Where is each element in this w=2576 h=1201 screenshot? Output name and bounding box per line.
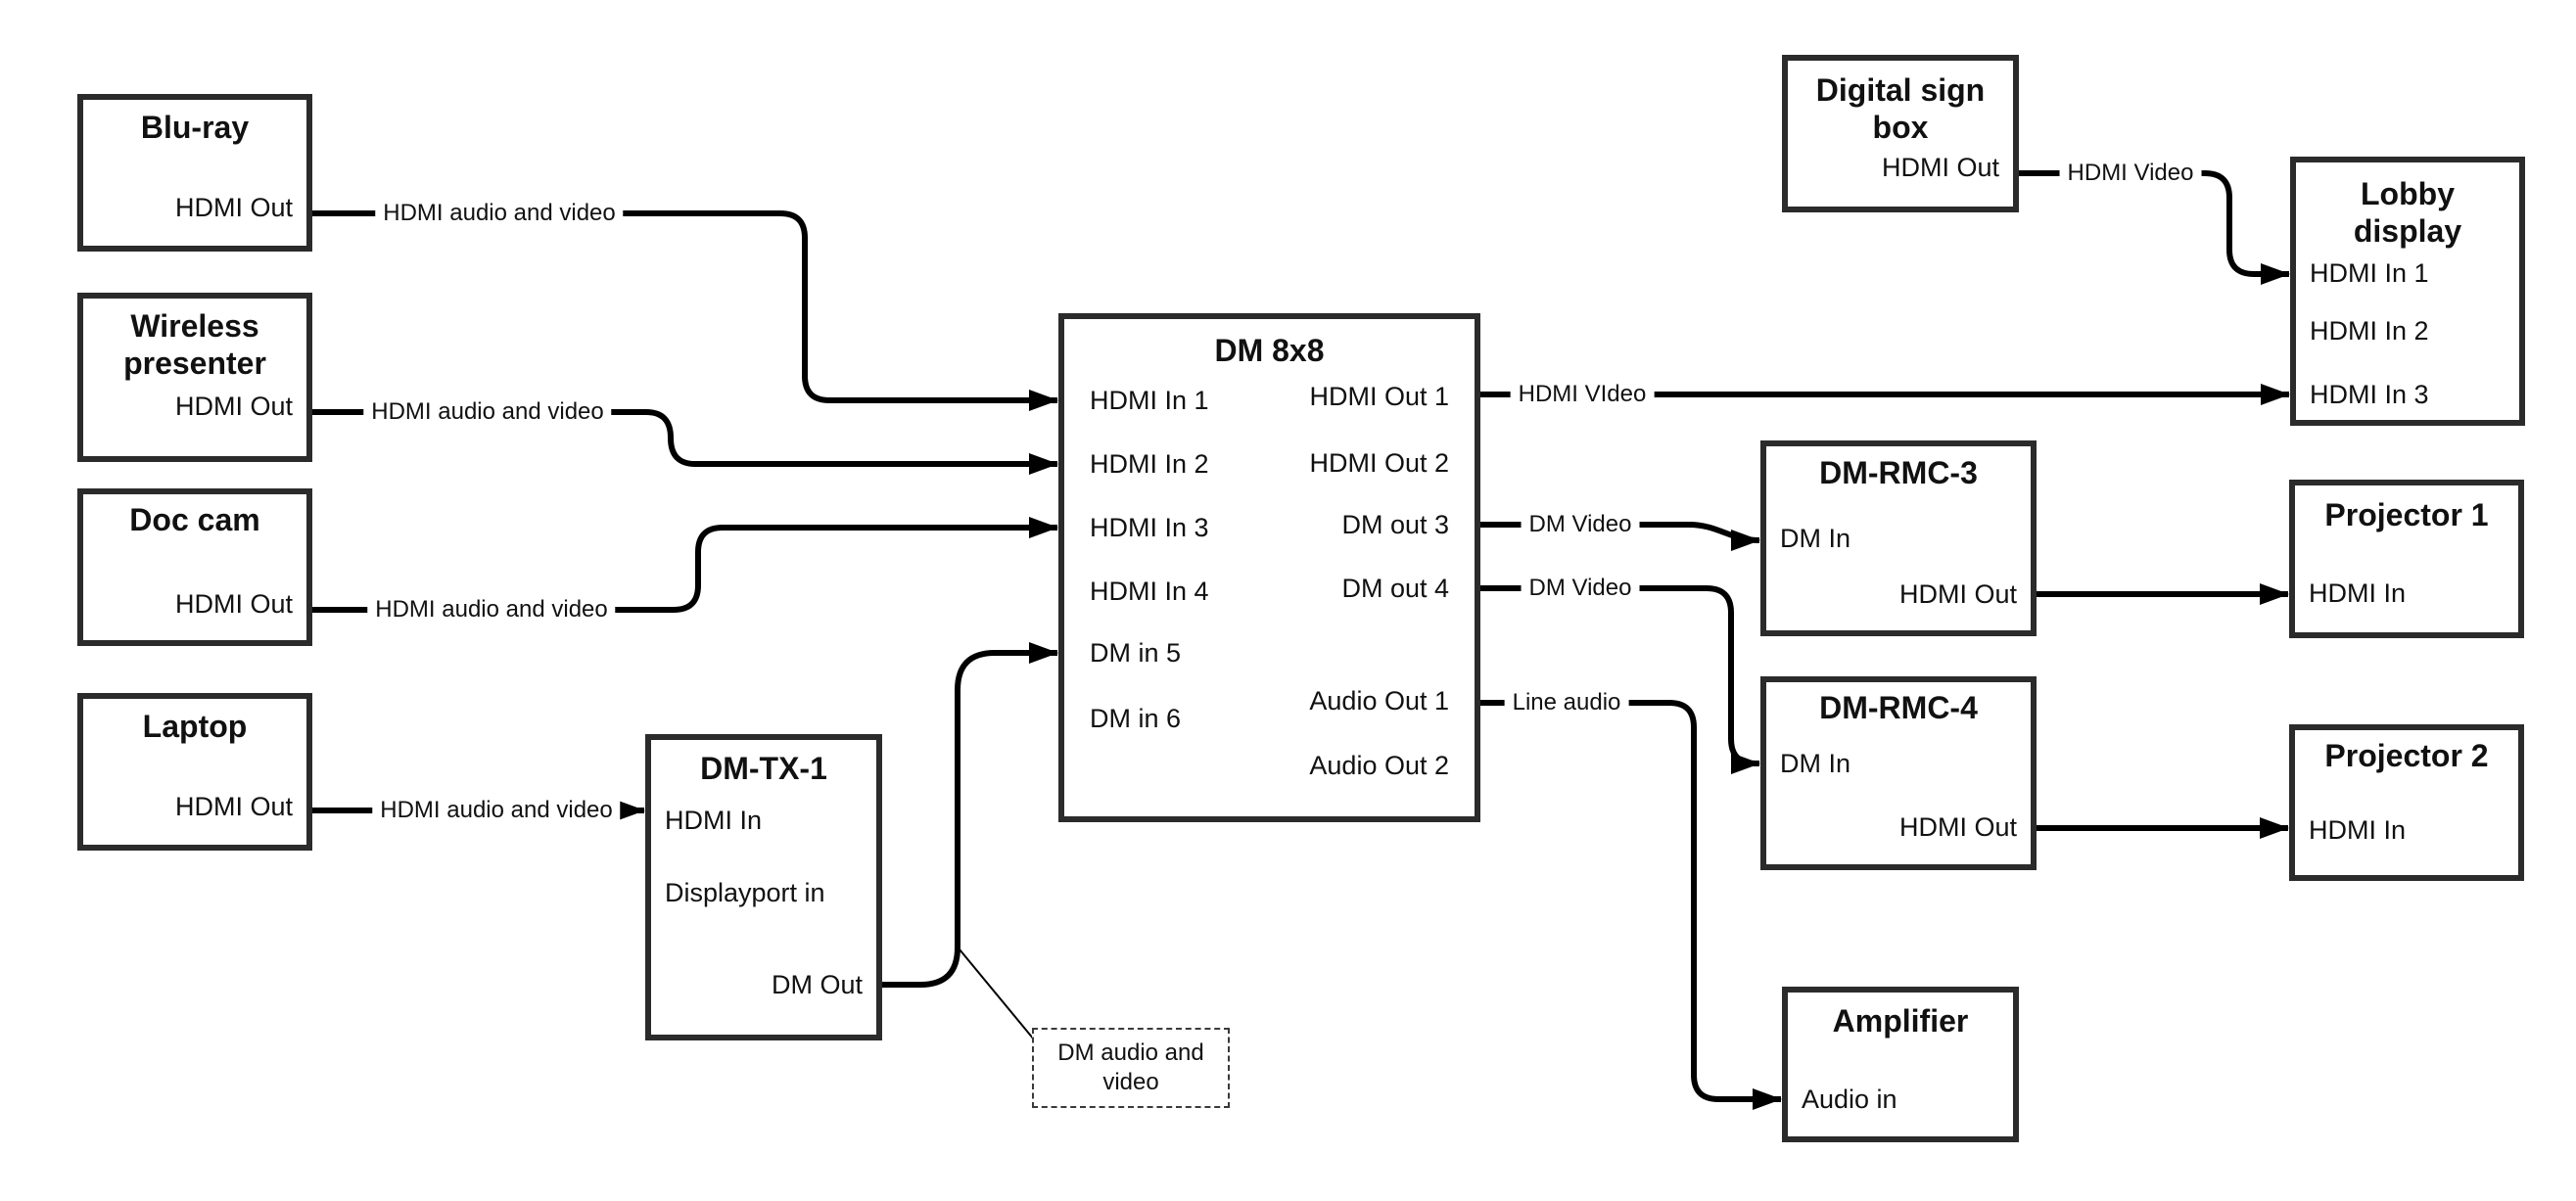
node-title: DM-TX-1 bbox=[700, 751, 827, 786]
port-dm-out: DM Out bbox=[771, 970, 863, 999]
node-dm-tx-1: DM-TX-1 HDMI In Displayport in DM Out bbox=[645, 734, 882, 1040]
node-title: Lobby display bbox=[2353, 176, 2462, 249]
port-displayport-in: Displayport in bbox=[665, 878, 825, 907]
port-hdmi-out: HDMI Out bbox=[1898, 579, 2017, 609]
wire-dm8x8-audio-out1-to-amplifier bbox=[1480, 700, 1782, 1110]
wire-bluray-to-dm8x8-in1 bbox=[312, 210, 1058, 411]
port-dm-in-6: DM in 6 bbox=[1090, 704, 1182, 733]
wire-label-dm-video-out3: DM Video bbox=[1521, 510, 1640, 539]
port-hdmi-out: HDMI Out bbox=[174, 193, 293, 222]
port-hdmi-in: HDMI In bbox=[2309, 815, 2407, 845]
port-hdmi-out: HDMI Out bbox=[174, 792, 293, 821]
port-hdmi-in: HDMI In bbox=[665, 806, 763, 835]
node-doc-cam: Doc cam HDMI Out bbox=[77, 488, 312, 646]
node-title: DM-RMC-4 bbox=[1819, 690, 1978, 725]
port-hdmi-in-2: HDMI In 2 bbox=[2310, 316, 2429, 346]
callout-leader-line bbox=[959, 948, 1035, 1040]
node-lobby-display: Lobby display HDMI In 1 HDMI In 2 HDMI I… bbox=[2290, 157, 2525, 426]
port-dm-out-3: DM out 3 bbox=[1341, 510, 1449, 539]
port-hdmi-out: HDMI Out bbox=[174, 589, 293, 619]
wire-label-doccam: HDMI audio and video bbox=[367, 595, 616, 624]
wire-label-hdmi-video-out1: HDMI VIdeo bbox=[1510, 380, 1655, 409]
node-title: Doc cam bbox=[129, 502, 260, 537]
port-audio-out-2: Audio Out 2 bbox=[1309, 751, 1449, 780]
port-audio-in: Audio in bbox=[1802, 1085, 1897, 1114]
port-hdmi-in-3: HDMI In 3 bbox=[1090, 513, 1209, 542]
port-dm-in-5: DM in 5 bbox=[1090, 638, 1182, 668]
wire-sign-to-lobby-in1 bbox=[2019, 170, 2290, 285]
wire-wireless-to-dm8x8-in2 bbox=[312, 409, 1058, 475]
port-hdmi-in-2: HDMI In 2 bbox=[1090, 449, 1209, 479]
node-title: Projector 1 bbox=[2324, 497, 2489, 532]
node-dm-rmc-3: DM-RMC-3 DM In HDMI Out bbox=[1760, 440, 2037, 636]
port-hdmi-out: HDMI Out bbox=[174, 392, 293, 421]
node-laptop: Laptop HDMI Out bbox=[77, 693, 312, 851]
node-title: DM 8x8 bbox=[1214, 333, 1325, 368]
wire-label-dm-video-out4: DM Video bbox=[1521, 574, 1640, 603]
node-title: Blu-ray bbox=[140, 110, 250, 145]
port-hdmi-out: HDMI Out bbox=[1881, 153, 1999, 182]
port-hdmi-in-1: HDMI In 1 bbox=[1090, 386, 1209, 415]
node-title: Amplifier bbox=[1832, 1003, 1969, 1039]
port-hdmi-out: HDMI Out bbox=[1898, 812, 2017, 842]
port-audio-out-1: Audio Out 1 bbox=[1309, 686, 1449, 716]
port-hdmi-out-2: HDMI Out 2 bbox=[1309, 448, 1449, 478]
wire-label-hdmi-video-sign: HDMI Video bbox=[2059, 159, 2202, 188]
port-hdmi-in: HDMI In bbox=[2309, 578, 2407, 608]
node-digital-sign-box: Digital sign box HDMI Out bbox=[1782, 55, 2019, 212]
wire-dm8x8-dm-out4-to-rmc4 bbox=[1480, 585, 1760, 774]
port-hdmi-out-1: HDMI Out 1 bbox=[1309, 382, 1449, 411]
node-title: Laptop bbox=[142, 709, 248, 744]
port-dm-in: DM In bbox=[1780, 749, 1851, 778]
wire-dmtx1-to-dm8x8-dm-in5 bbox=[882, 642, 1058, 988]
node-wireless-presenter: Wireless presenter HDMI Out bbox=[77, 293, 312, 462]
port-hdmi-in-4: HDMI In 4 bbox=[1090, 577, 1209, 606]
node-title: Digital sign box bbox=[1815, 72, 1986, 145]
callout-dm-audio-video: DM audio and video bbox=[1032, 1028, 1230, 1108]
node-projector-2: Projector 2 HDMI In bbox=[2289, 724, 2524, 881]
wire-label-bluray: HDMI audio and video bbox=[375, 199, 624, 228]
port-dm-out-4: DM out 4 bbox=[1341, 574, 1449, 603]
node-title: Wireless presenter bbox=[123, 308, 266, 381]
node-projector-1: Projector 1 HDMI In bbox=[2289, 480, 2524, 638]
wire-label-wireless: HDMI audio and video bbox=[363, 397, 612, 427]
node-blu-ray: Blu-ray HDMI Out bbox=[77, 94, 312, 252]
wire-doccam-to-dm8x8-in3 bbox=[312, 517, 1058, 613]
node-dm-8x8: DM 8x8 HDMI In 1 HDMI In 2 HDMI In 3 HDM… bbox=[1058, 313, 1480, 822]
port-hdmi-in-3: HDMI In 3 bbox=[2310, 380, 2429, 409]
node-title: Projector 2 bbox=[2324, 738, 2489, 773]
wire-label-line-audio: Line audio bbox=[1504, 688, 1629, 717]
wire-label-laptop: HDMI audio and video bbox=[372, 796, 621, 825]
port-dm-in: DM In bbox=[1780, 524, 1851, 553]
node-title: DM-RMC-3 bbox=[1819, 455, 1978, 490]
node-dm-rmc-4: DM-RMC-4 DM In HDMI Out bbox=[1760, 676, 2037, 870]
port-hdmi-in-1: HDMI In 1 bbox=[2310, 258, 2429, 288]
wire-dm8x8-dm-out3-to-rmc3 bbox=[1480, 522, 1760, 551]
node-amplifier: Amplifier Audio in bbox=[1782, 987, 2019, 1142]
